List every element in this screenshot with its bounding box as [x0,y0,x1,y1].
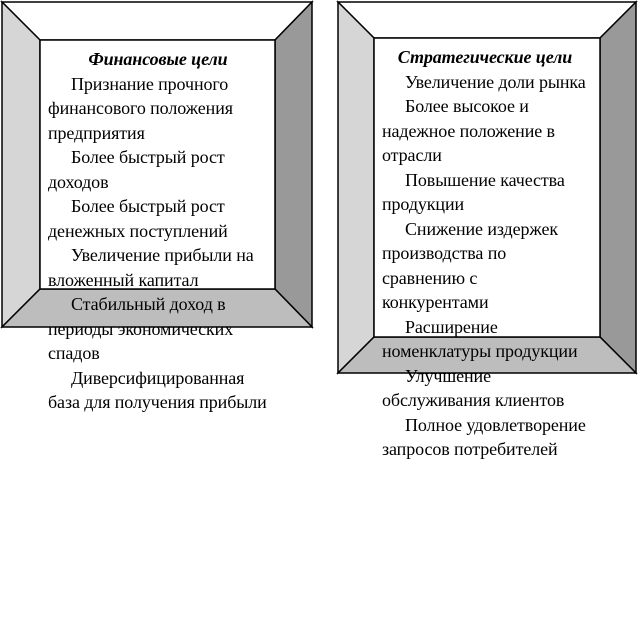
left-box-left-bevel [1,0,41,329]
financial-goal-item: Признание прочного финансового положения… [48,73,233,143]
strategic-goal-item: Снижение издержек производства по сравне… [382,218,559,313]
strategic-goal-item: Повышение качества продукции [382,169,565,215]
strategic-goal-item: Полное удовлетворение запросов потребите… [382,414,586,460]
financial-goal-item: Диверсифицированная база для получения п… [48,367,267,413]
left-bevel-box [0,0,314,329]
right-box-right-bevel [599,0,637,375]
strategic-goal-item: Расширение номенклатуры продукции [382,316,578,362]
left-box-face [39,39,276,290]
left-box-top-bevel [0,1,314,41]
financial-goals-text: Финансовые цели Признание прочного финан… [48,47,268,415]
financial-goal-item: Увеличение прибыли на вложенный капитал [48,245,254,290]
right-box-left-bevel [337,0,375,375]
financial-goal-item: Стабильный доход в периоды экономических… [48,294,234,363]
financial-goal-item: Более быстрый рост денежных поступлений [48,196,228,241]
left-box-right-bevel [274,0,313,329]
strategic-goal-item: Улучшение обслуживания клиентов [382,365,565,411]
right-bevel-box [336,0,638,375]
right-box-top-bevel [336,1,638,39]
strategic-goals-title: Стратегические цели [397,47,573,67]
financial-goals-title: Финансовые цели [88,49,228,69]
strategic-goal-item: Увеличение доли рынка [405,71,586,92]
right-box-face [373,37,601,338]
financial-goal-item: Более быстрый рост доходов [48,147,225,192]
strategic-goal-item: Более высокое и надежное положение в отр… [382,96,555,165]
strategic-goals-text: Стратегические цели Увеличение доли рынк… [382,45,588,462]
